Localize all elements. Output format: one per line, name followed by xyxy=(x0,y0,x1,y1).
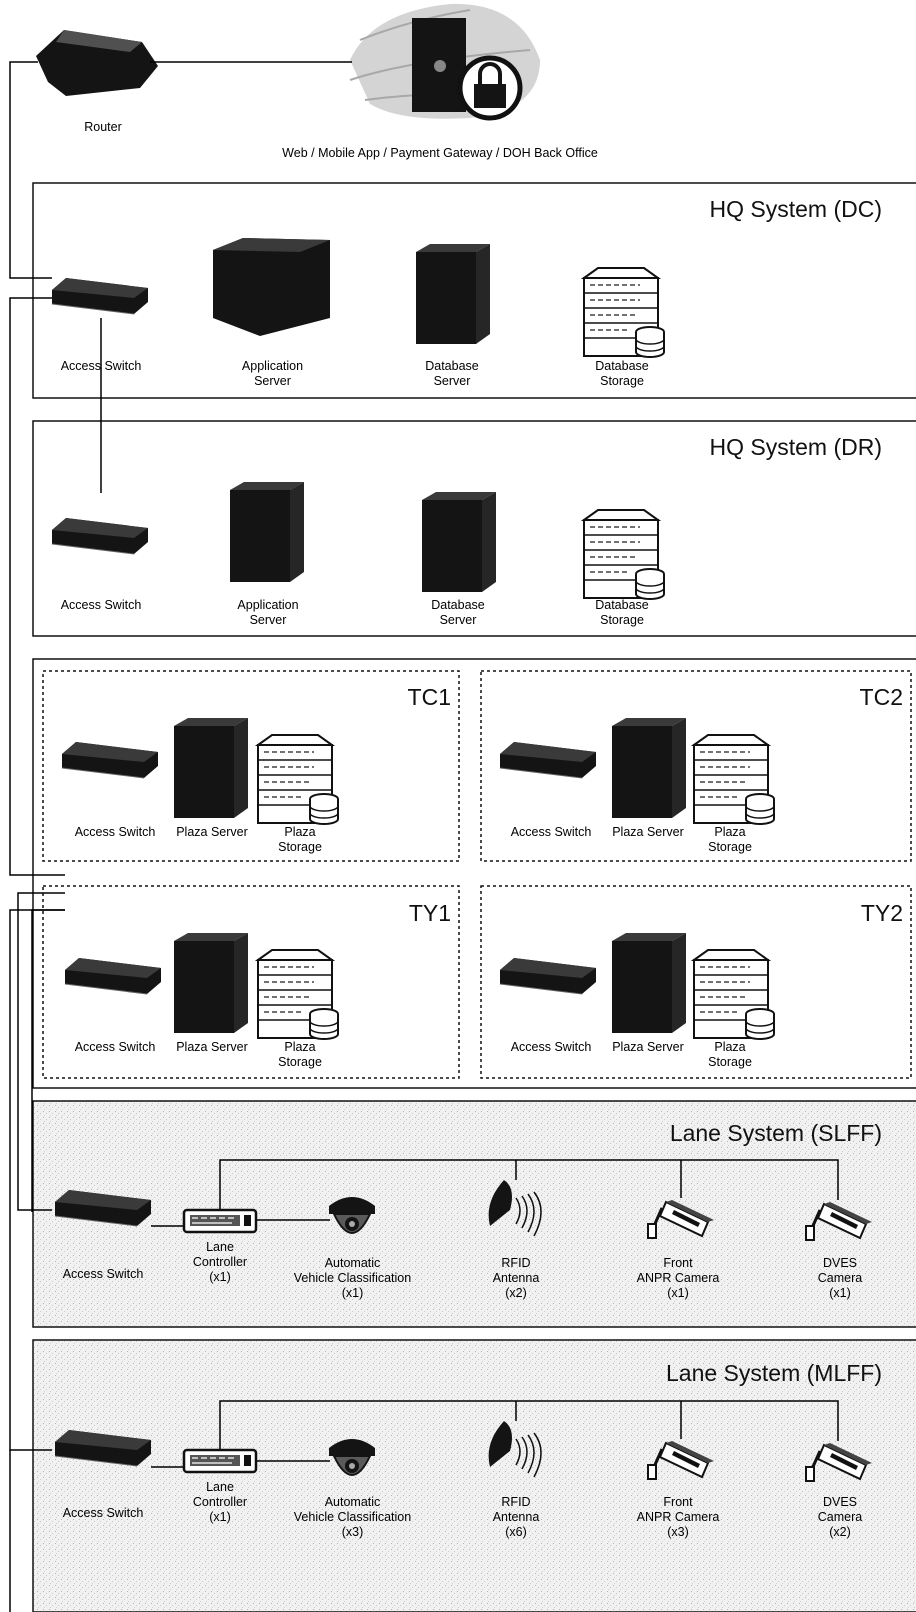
slff-switch-label: Access Switch xyxy=(62,1267,144,1281)
lane-slff-frame xyxy=(32,1100,916,1328)
mlff-switch-label: Access Switch xyxy=(62,1506,144,1520)
tc1-server-icon xyxy=(174,718,248,818)
slff-lane-controller-label: Lane Controller (x1) xyxy=(192,1240,248,1284)
tc2-storage-label: Plaza Storage xyxy=(708,825,752,854)
dc-storage-label: Database Storage xyxy=(595,359,649,388)
ty2-storage-label: Plaza Storage xyxy=(708,1040,752,1069)
slff-rfid-label: RFID Antenna (x2) xyxy=(492,1256,540,1300)
tc1-frame xyxy=(42,670,460,862)
mlff-rfid-label: RFID Antenna (x6) xyxy=(492,1495,540,1539)
ty2-server-label: Plaza Server xyxy=(612,1040,684,1054)
ty2-title: TY2 xyxy=(860,900,903,926)
tc2-title: TC2 xyxy=(859,684,903,710)
ty1-title: TY1 xyxy=(408,900,451,926)
hq-dc-title: HQ System (DC) xyxy=(709,196,883,222)
slff-dves-label: DVES Camera (x1) xyxy=(817,1256,863,1300)
tc2-storage-icon xyxy=(693,734,775,825)
plaza-frame xyxy=(32,658,916,1089)
hq-dr-title: HQ System (DR) xyxy=(709,434,883,460)
cloud-label: Web / Mobile App / Payment Gateway / DOH… xyxy=(282,146,598,160)
dc-storage-icon xyxy=(583,267,665,358)
mlff-dves-label: DVES Camera (x2) xyxy=(817,1495,863,1539)
dr-app-server-icon xyxy=(230,482,304,582)
dc-app-server-label: Application Server xyxy=(241,359,304,388)
ty1-switch-label: Access Switch xyxy=(74,1040,156,1054)
ty2-storage-icon xyxy=(693,949,775,1040)
dr-db-server-icon xyxy=(422,492,496,592)
tc1-storage-label: Plaza Storage xyxy=(278,825,322,854)
tc1-server-label: Plaza Server xyxy=(176,825,248,839)
tc1-title: TC1 xyxy=(407,684,451,710)
ty2-switch-label: Access Switch xyxy=(510,1040,592,1054)
slff-lane-controller-icon xyxy=(182,1208,258,1234)
dr-storage-label: Database Storage xyxy=(595,598,649,627)
mlff-avc-label: Automatic Vehicle Classification (x3) xyxy=(293,1495,412,1539)
dr-app-server-label: Application Server xyxy=(237,598,299,627)
router-icon xyxy=(36,30,158,96)
slff-anpr-label: Front ANPR Camera (x1) xyxy=(636,1256,720,1300)
dc-switch-label: Access Switch xyxy=(60,359,142,373)
dc-db-server-icon xyxy=(416,244,490,344)
ty2-server-icon xyxy=(612,933,686,1033)
ty1-server-icon xyxy=(174,933,248,1033)
dr-storage-icon xyxy=(583,509,665,600)
tc2-switch-label: Access Switch xyxy=(510,825,592,839)
connection-lines xyxy=(9,61,839,1612)
tc2-server-icon xyxy=(612,718,686,818)
ty2-frame xyxy=(480,885,912,1079)
dr-switch-label: Access Switch xyxy=(60,598,142,612)
tc2-frame xyxy=(480,670,912,862)
ty1-server-label: Plaza Server xyxy=(176,1040,248,1054)
slff-avc-label: Automatic Vehicle Classification (x1) xyxy=(293,1256,412,1300)
ty1-storage-label: Plaza Storage xyxy=(278,1040,322,1069)
tc1-storage-icon xyxy=(257,734,339,825)
ty1-storage-icon xyxy=(257,949,339,1040)
secure-server-icon xyxy=(349,3,540,121)
dr-db-server-label: Database Server xyxy=(431,598,485,627)
ty1-frame xyxy=(42,885,460,1079)
lane-slff-title: Lane System (SLFF) xyxy=(669,1120,882,1146)
mlff-lane-controller-label: Lane Controller (x1) xyxy=(192,1480,248,1524)
tc1-switch-label: Access Switch xyxy=(74,825,156,839)
dc-app-server-icon xyxy=(213,238,330,336)
router-label: Router xyxy=(84,120,122,134)
lane-mlff-title: Lane System (MLFF) xyxy=(666,1360,882,1386)
mlff-anpr-label: Front ANPR Camera (x3) xyxy=(636,1495,720,1539)
tc2-server-label: Plaza Server xyxy=(612,825,684,839)
dc-db-server-label: Database Server xyxy=(425,359,479,388)
lane-mlff-frame xyxy=(32,1339,916,1612)
mlff-lane-controller-icon xyxy=(182,1448,258,1474)
